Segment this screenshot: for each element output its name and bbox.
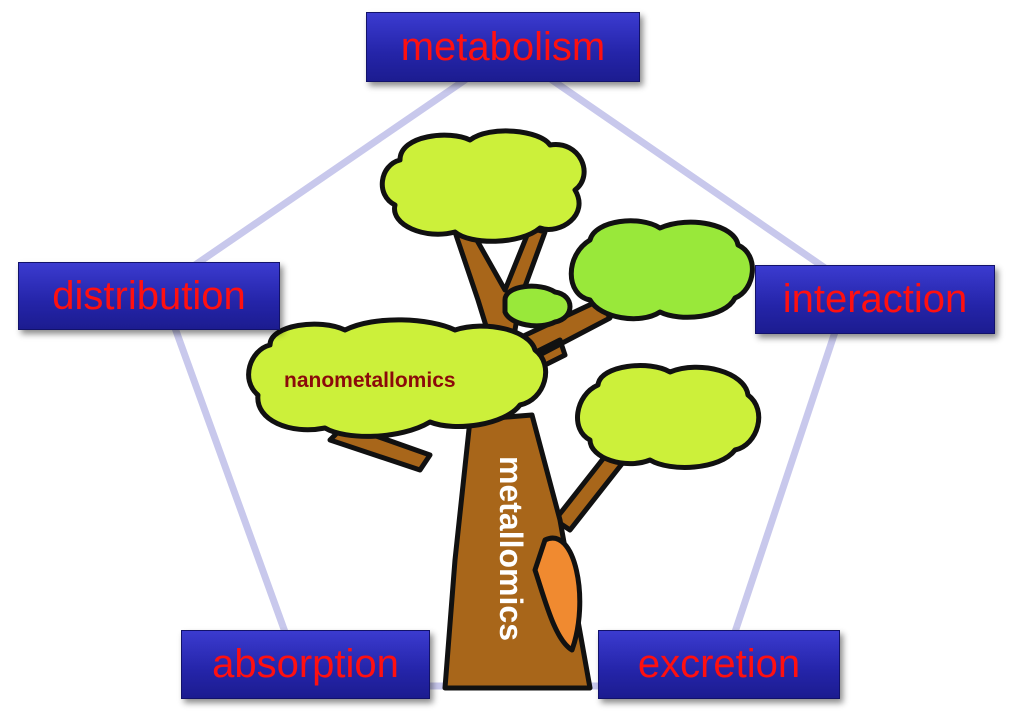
connector-metabolism-interaction — [548, 76, 829, 272]
node-distribution: distribution — [18, 262, 280, 330]
node-metabolism: metabolism — [366, 12, 640, 82]
trunk-label: metallomics — [493, 456, 529, 641]
node-label: interaction — [782, 277, 968, 321]
tree-icon — [246, 128, 762, 691]
canopy-left — [246, 317, 549, 439]
connector-metabolism-distribution — [191, 76, 469, 269]
canopy-right-lower — [575, 363, 762, 470]
canopy-label: nanometallomics — [284, 369, 456, 392]
tree-branches — [327, 225, 628, 533]
canopy-right-upper — [568, 218, 755, 322]
connector-distribution-absorption — [171, 324, 289, 636]
trunk-knot — [532, 535, 583, 653]
node-label: excretion — [637, 642, 801, 686]
connector-interaction-excretion — [731, 328, 839, 636]
node-excretion: excretion — [598, 630, 840, 699]
node-label: metabolism — [400, 24, 606, 69]
node-absorption: absorption — [181, 630, 430, 699]
node-label: distribution — [52, 273, 246, 318]
canopy-top — [379, 128, 587, 244]
canopy-small — [502, 283, 573, 329]
node-label: absorption — [212, 642, 399, 686]
node-interaction: interaction — [755, 265, 995, 334]
